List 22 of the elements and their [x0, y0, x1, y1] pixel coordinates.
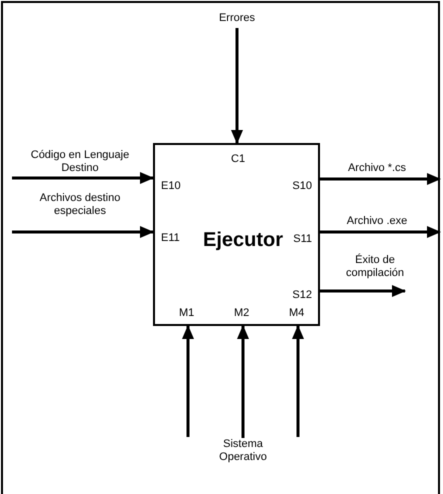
arrow	[320, 285, 406, 297]
port-label: E11	[161, 232, 180, 244]
arrow	[182, 325, 194, 437]
flow-label: Errores	[207, 12, 267, 25]
port-label: S12	[292, 289, 312, 301]
arrow	[12, 226, 154, 238]
port-label: C1	[231, 153, 246, 165]
flow-label: Sistema Operativo	[203, 438, 283, 464]
port-label: S11	[293, 233, 312, 245]
arrow	[320, 226, 441, 238]
arrow	[292, 325, 304, 437]
arrow	[231, 28, 243, 144]
arrow	[237, 325, 249, 438]
function-box	[153, 143, 320, 326]
port-label: S10	[292, 180, 312, 192]
port-label: M4	[289, 307, 304, 319]
port-label: M2	[234, 307, 250, 319]
port-label: M1	[179, 307, 194, 319]
function-title: Ejecutor	[203, 229, 284, 252]
arrow	[320, 173, 441, 185]
port-label: E10	[161, 180, 181, 192]
arrow	[12, 172, 154, 184]
